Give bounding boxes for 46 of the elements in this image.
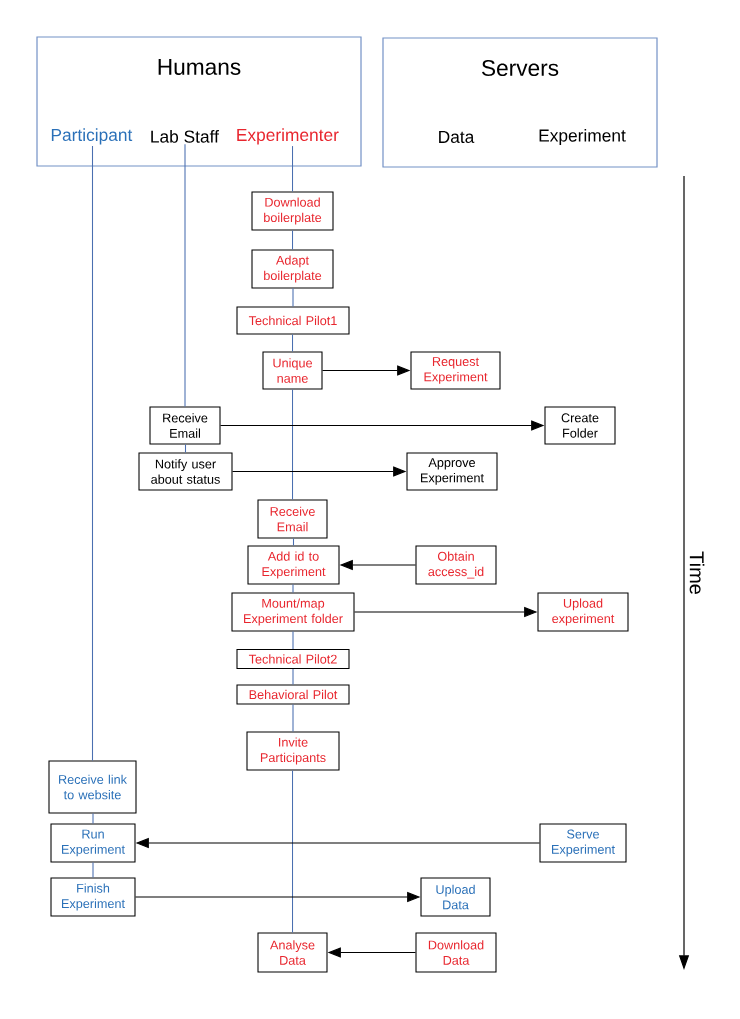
lifeline [291, 334, 294, 352]
lifeline [291, 389, 294, 500]
process-box: Upload Data [420, 877, 491, 917]
lifeline [292, 668, 294, 685]
process-box: Invite Participants [246, 731, 340, 771]
process-box: Behavioral Pilot [236, 684, 350, 705]
process-box: Technical Pilot2 [236, 648, 350, 670]
lifeline [292, 631, 294, 650]
lifeline [292, 704, 294, 732]
process-box: Analyse Data [257, 932, 328, 973]
lifeline [184, 143, 186, 407]
process-box: Run Experiment [50, 823, 136, 863]
lane-label: Experimenter [237, 128, 339, 145]
column-label: Data [439, 130, 475, 144]
process-box: Request Experiment [410, 351, 501, 390]
lifeline [291, 230, 294, 250]
process-box: Receive link to website [48, 760, 137, 814]
process-box: Finish Experiment [50, 877, 136, 917]
lifeline [291, 770, 294, 933]
lifeline [92, 862, 94, 878]
lifeline [292, 538, 295, 546]
lifeline [291, 145, 294, 192]
process-box: Upload experiment [537, 592, 629, 632]
lifeline [92, 813, 94, 824]
process-box: Download boilerplate [251, 191, 334, 231]
process-box: Serve Experiment [539, 823, 627, 863]
process-box: Adapt boilerplate [251, 249, 334, 289]
process-box: Unique name [262, 351, 323, 390]
process-box: Download Data [415, 932, 497, 973]
process-box: Add id to Experiment [247, 545, 340, 585]
lifeline [292, 288, 294, 307]
process-box: Approve Experiment [406, 452, 498, 491]
process-box: Receive Email [257, 499, 328, 539]
lane-label: Participant [51, 128, 133, 145]
axis-label: Time [689, 551, 705, 594]
process-box: Receive Email [149, 406, 221, 445]
lane-label: Lab Staff [151, 130, 219, 143]
lifeline [292, 584, 294, 593]
lifeline [91, 145, 94, 761]
process-box: Mount/map Experiment folder [231, 592, 355, 632]
process-box: Create Folder [544, 406, 616, 445]
lifeline [184, 444, 187, 453]
process-box: Technical Pilot1 [236, 306, 350, 335]
column-label: Experiment [539, 128, 626, 146]
process-box: Notify user about status [138, 452, 233, 491]
process-box: Obtain access_id [415, 545, 497, 585]
